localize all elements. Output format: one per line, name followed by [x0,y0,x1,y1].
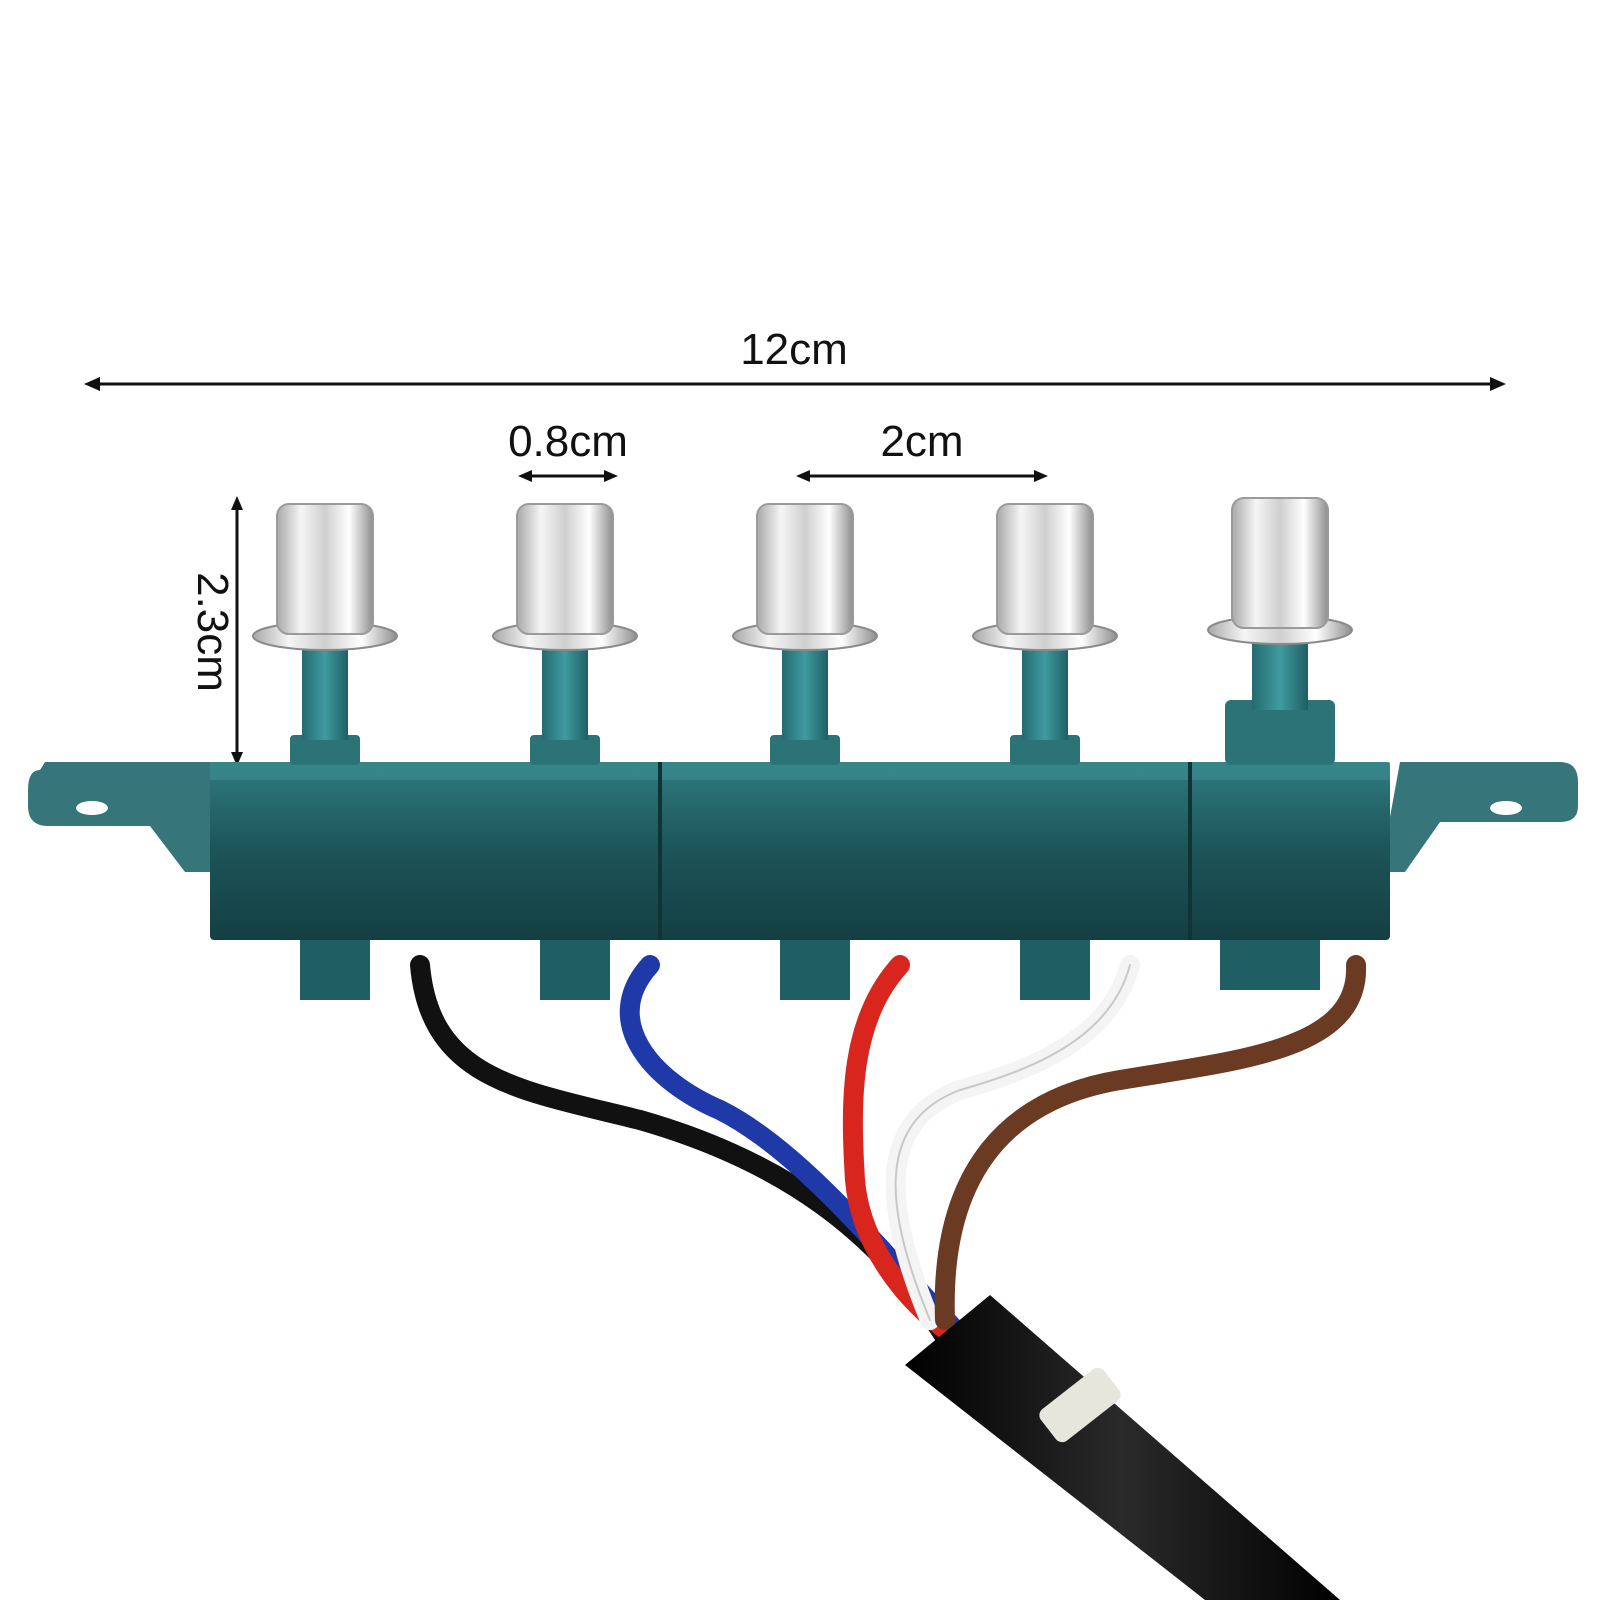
height-dimension: 2.3cm [188,496,243,766]
arrowhead-right-icon [1490,377,1506,391]
button-stem [1252,640,1308,710]
mounting-bracket [28,762,215,872]
wire-bundle [410,955,1367,1355]
button-spacing-label: 2cm [880,417,963,466]
button-cap [276,503,374,635]
button-diameter-dimension: 0.8cm [508,417,628,482]
push-button-4[interactable] [972,503,1118,765]
button-cap [996,503,1094,635]
housing-tab [300,940,370,1000]
mounting-hole [1490,801,1522,815]
cable-sleeve [905,1295,1340,1600]
button-stem [302,640,348,740]
button-cap [756,503,854,635]
arrowhead-left-icon [518,470,532,482]
arrowhead-right-icon [1034,470,1048,482]
housing-top-edge [210,762,1390,780]
mounting-bracket [1380,762,1578,872]
sleeve-body [905,1295,1340,1600]
arrowhead-left-icon [84,377,100,391]
cable-tie [1039,1367,1121,1443]
housing-tab [1020,940,1090,1000]
button-collar [1010,735,1080,765]
wire-brown [934,955,1367,1330]
button-collar [770,735,840,765]
button-collar [530,735,600,765]
button-collar [290,735,360,765]
overall-length-dimension: 12cm [84,325,1506,391]
wire-red [842,955,970,1350]
button-diameter-label: 0.8cm [508,417,628,466]
button-stem [542,640,588,740]
arrowhead-left-icon [796,470,810,482]
button-cap [1231,497,1329,629]
button-stem [782,640,828,740]
push-button-3[interactable] [732,503,878,765]
arrowhead-up-icon [231,496,243,510]
push-button-2[interactable] [492,503,638,765]
button-spacing-dimension: 2cm [796,417,1048,482]
housing-tab [1220,940,1320,990]
arrowhead-down-icon [231,752,243,766]
button-stem [1022,640,1068,740]
push-button-1[interactable] [252,503,398,765]
wire-white-outline [894,964,1131,1321]
push-buttons [252,497,1353,765]
height-label: 2.3cm [188,572,237,692]
arrowhead-right-icon [604,470,618,482]
overall-length-label: 12cm [740,325,848,374]
mounting-hole [76,801,108,815]
housing-body [210,762,1390,940]
button-cap [516,503,614,635]
housing-tab [780,940,850,1000]
wire-white [885,955,1140,1330]
push-button-5[interactable] [1207,497,1353,765]
housing-tab [540,940,610,1000]
button-collar [1225,700,1335,765]
switch-housing [28,762,1578,1000]
